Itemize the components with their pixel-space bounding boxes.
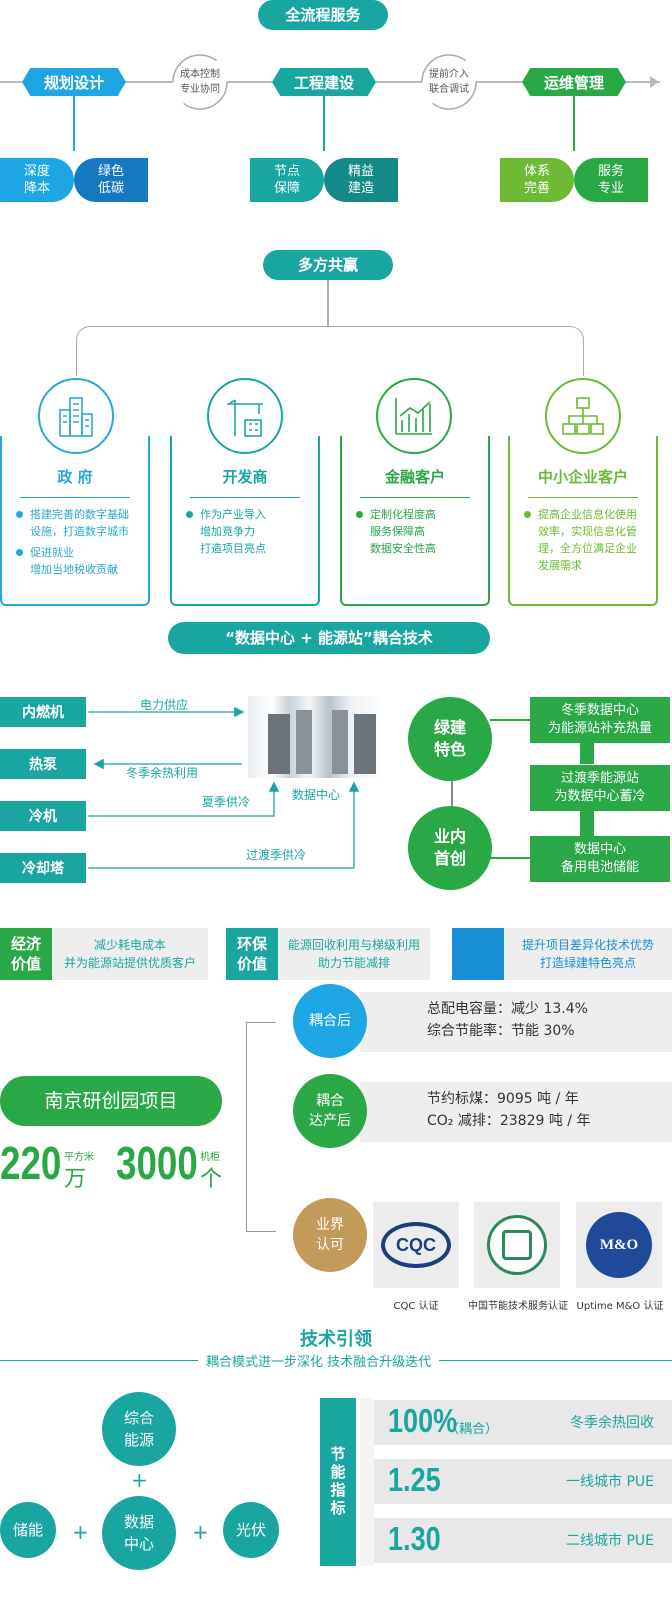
cycle-text-2a: 提前介入 (429, 69, 469, 80)
connector (490, 857, 530, 859)
value-environment: 环保 价值 能源回收利用与梯级利用 助力节能减排 (226, 928, 430, 980)
project-title: 南京研创园项目 (0, 1076, 222, 1126)
operation-right: 服务 专业 (574, 158, 648, 202)
indicator-strip (360, 1398, 374, 1566)
value-economic: 经济 价值 减少耗电成本 并为能源站提供优质客户 (0, 928, 208, 980)
cycle-text-1a: 成本控制 (180, 69, 220, 80)
section-title-win: 多方共赢 (263, 250, 393, 280)
connector (490, 719, 530, 721)
growth-chart-icon (376, 378, 452, 454)
down-arrow (323, 96, 325, 151)
area-unit-1: 平方米 (64, 1152, 94, 1163)
node-integrated-energy: 综合 能源 (102, 1392, 176, 1466)
plus-sign: + (72, 1520, 89, 1544)
node-datacenter: 数据 中心 (102, 1496, 176, 1570)
feature-first: 业内 首创 (408, 806, 492, 890)
plus-sign: + (192, 1520, 209, 1544)
tree-branch (76, 326, 584, 376)
result-row-1: 总配电容量：减少 13.4%综合节能率：节能 30% (360, 992, 672, 1052)
section-title-full-process: 全流程服务 (258, 0, 388, 30)
benefit-winter: 冬季数据中心 为能源站补充热量 (530, 697, 670, 743)
source-engine: 内燃机 (0, 697, 86, 727)
result-circle-coupled: 耦合后 (293, 984, 367, 1058)
energy-indicator-label: 节能指标 (320, 1398, 356, 1566)
cert-label-cqc: CQC 认证 (393, 1301, 439, 1312)
benefit-battery: 数据中心 备用电池储能 (530, 836, 670, 882)
operation-left: 体系 完善 (500, 158, 574, 202)
cqc-logo: CQC (373, 1202, 459, 1288)
buildings-icon (38, 378, 114, 454)
feature-green: 绿建 特色 (408, 697, 492, 781)
node-storage: 储能 (0, 1502, 56, 1558)
source-heatpump: 热泵 (0, 749, 86, 779)
flow-arrows (88, 706, 360, 869)
value-tech: 提升项目差异化技术优势 打造绿建特色亮点 (452, 928, 672, 980)
crane-icon (207, 378, 283, 454)
plus-sign: + (131, 1468, 148, 1492)
cert-label-energy: 中国节能技术服务认证 (468, 1301, 568, 1312)
section-title-coupling: “数据中心 + 能源站”耦合技术 (168, 622, 490, 654)
result-circle-recognition: 业界 认可 (293, 1198, 367, 1272)
cycle-icon (421, 54, 477, 110)
source-chiller: 冷机 (0, 801, 86, 831)
flow-label-power: 电力供应 (140, 698, 189, 712)
result-circle-production: 耦合 达产后 (293, 1074, 367, 1148)
flow-label-transition: 过渡季供冷 (246, 848, 307, 862)
connector (580, 740, 594, 764)
uptime-logo: M&O (576, 1202, 662, 1288)
energy-cert-logo (474, 1202, 560, 1288)
source-tower: 冷却塔 (0, 853, 86, 883)
cycle-icon (172, 54, 228, 110)
process-arrow (650, 76, 659, 88)
planning-left: 深度 降本 (0, 158, 74, 202)
datacenter-photo (248, 696, 384, 778)
card-finance: 金融客户 定制化程度高 服务保障高 数据安全性高 (340, 436, 490, 606)
results-bracket (246, 1022, 276, 1232)
stage-planning: 规划设计 (22, 68, 126, 96)
tech-title: 技术引领 (300, 1329, 372, 1350)
project-area: 220 (0, 1137, 62, 1189)
benefit-transition: 过渡季能源站 为数据中心蓄冷 (530, 765, 670, 811)
tree-line (327, 280, 329, 326)
datacenter-label: 数据中心 (292, 788, 341, 802)
cert-label-uptime: Uptime M&O 认证 (576, 1301, 664, 1312)
down-arrow (73, 96, 75, 151)
area-unit-2: 万 (64, 1167, 87, 1192)
construction-left: 节点 保障 (250, 158, 324, 202)
rack-unit-2: 个 (200, 1167, 223, 1192)
flow-label-summer: 夏季供冷 (202, 795, 251, 809)
indicator-row-1: 100% （耦合） 冬季余热回收 (374, 1400, 672, 1445)
indicator-row-3: 1.30 二线城市 PUE (374, 1518, 672, 1563)
node-solar: 光伏 (223, 1502, 279, 1558)
cycle-text-1b: 专业协同 (180, 84, 220, 95)
rack-unit-1: 机柜 (200, 1152, 220, 1163)
card-government: 政 府 搭建完善的数字基础设施，打造数字城市 促进就业 增加当地税收贡献 (0, 436, 150, 606)
connector (580, 810, 594, 838)
indicator-row-2: 1.25 一线城市 PUE (374, 1459, 672, 1504)
cycle-text-2b: 联合调试 (429, 84, 469, 95)
tech-subtitle: 耦合模式进一步深化 技术融合升级迭代 (198, 1351, 440, 1370)
card-sme: 中小企业客户 提高企业信息化使用效率，实现信息化管理，全方位满足企业发展需求 (508, 436, 658, 606)
construction-right: 精益 建造 (324, 158, 398, 202)
planning-right: 绿色 低碳 (74, 158, 148, 202)
down-arrow (573, 96, 575, 151)
stage-construction: 工程建设 (272, 68, 376, 96)
org-chart-icon (545, 378, 621, 454)
project-racks: 3000 (116, 1137, 198, 1189)
stage-operation: 运维管理 (522, 68, 626, 96)
flow-label-winter: 冬季余热利用 (126, 766, 199, 780)
card-developer: 开发商 作为产业导入 增加竞争力 打造项目亮点 (170, 436, 320, 606)
